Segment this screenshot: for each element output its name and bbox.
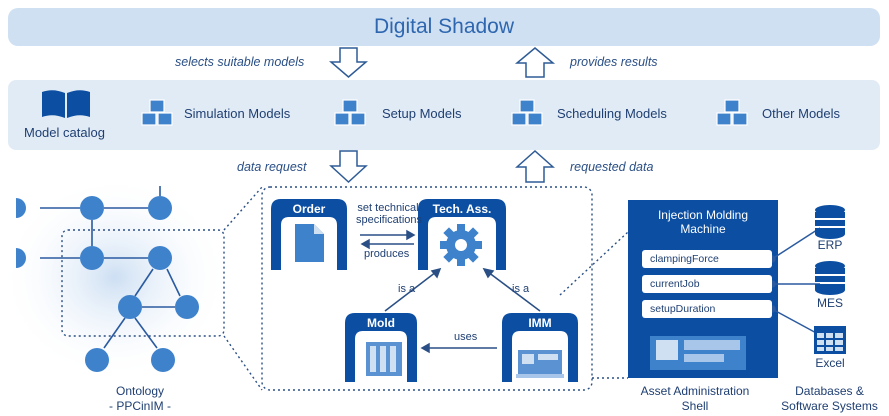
- document-icon: [295, 224, 324, 262]
- property-clampingforce: clampingForce: [642, 250, 772, 268]
- set-tech-spec-label: set technical specifications: [356, 202, 423, 226]
- tech-ass-box: [418, 199, 506, 270]
- digital-shadow-banner: Digital Shadow: [8, 8, 880, 46]
- graph-node: [118, 295, 142, 319]
- selects-arrow: [328, 47, 369, 78]
- aas-title-line1: Injection Molding: [657, 208, 749, 222]
- model-catalog-label: Model catalog: [24, 125, 105, 140]
- data-request-caption: data request: [237, 160, 307, 174]
- uses-label: uses: [454, 331, 478, 343]
- ontology-graph: [16, 196, 199, 372]
- data-request-arrow: [329, 150, 368, 184]
- simulation-models-label: Simulation Models: [184, 106, 291, 121]
- mes-label: MES: [816, 296, 843, 310]
- is-a-right-label: is a: [512, 283, 530, 295]
- ontology-caption: Ontology - PPCinIM -: [85, 384, 195, 414]
- produces-label: produces: [364, 248, 410, 260]
- graph-node: [148, 196, 172, 220]
- mold-label: Mold: [367, 316, 395, 330]
- order-label: Order: [292, 202, 326, 216]
- scheduling-models-label: Scheduling Models: [557, 106, 667, 121]
- databases-caption-line1: Databases &: [795, 384, 864, 398]
- mes-database-icon: [815, 261, 845, 295]
- graph-node: [148, 246, 172, 270]
- provides-caption: provides results: [570, 55, 658, 69]
- gear-icon: [440, 224, 482, 266]
- cubes-icon: [334, 99, 366, 126]
- cubes-icon: [511, 99, 543, 126]
- imm-box: [502, 313, 578, 382]
- graph-node: [16, 248, 26, 268]
- graph-node: [85, 348, 109, 372]
- databases-caption: Databases & Software Systems: [772, 384, 887, 414]
- imm-machine-icon: [516, 350, 564, 378]
- cubes-icon: [141, 99, 173, 126]
- aas-caption-line1: Asset Administration: [640, 384, 750, 398]
- set-tech-line1: set technical: [357, 202, 419, 214]
- ontology-caption-line2: - PPCinIM -: [108, 399, 171, 413]
- ontology-caption-line1: Ontology: [115, 384, 165, 398]
- erp-label: ERP: [817, 238, 843, 252]
- other-models-label: Other Models: [762, 106, 841, 121]
- aas-caption-line2: Shell: [681, 399, 709, 413]
- graph-node: [151, 348, 175, 372]
- ontology-glow: [0, 175, 230, 380]
- property-setupduration: setupDuration: [642, 300, 772, 318]
- aas-title-line2: Machine: [680, 222, 726, 236]
- graph-node: [80, 196, 104, 220]
- ontology-selection: [61, 229, 225, 337]
- databases-caption-line2: Software Systems: [781, 399, 878, 413]
- requested-data-arrow: [515, 149, 555, 183]
- aas-caption: Asset Administration Shell: [620, 384, 770, 414]
- excel-sheet-icon: [814, 326, 846, 354]
- excel-label: Excel: [815, 356, 845, 370]
- selects-caption: selects suitable models: [175, 55, 305, 69]
- requested-data-caption: requested data: [570, 160, 654, 174]
- graph-node: [175, 295, 199, 319]
- erp-database-icon: [815, 205, 845, 239]
- tech-ass-label: Tech. Ass.: [432, 202, 492, 216]
- cubes-icon: [716, 99, 748, 126]
- aas-title: Injection Molding Machine: [628, 208, 778, 236]
- order-box: [271, 199, 347, 270]
- provides-arrow: [514, 47, 556, 78]
- mold-box: [345, 313, 417, 382]
- setup-models-label: Setup Models: [382, 106, 462, 121]
- graph-node: [16, 198, 26, 218]
- injection-machine-icon: [650, 336, 746, 370]
- digital-shadow-title: Digital Shadow: [373, 15, 515, 38]
- is-a-left-label: is a: [398, 283, 416, 295]
- mold-icon: [366, 342, 402, 376]
- graph-node: [80, 246, 104, 270]
- property-currentjob: currentJob: [642, 275, 772, 293]
- set-tech-line2: specifications: [356, 214, 423, 226]
- book-icon: [42, 90, 90, 118]
- imm-label: IMM: [528, 316, 552, 330]
